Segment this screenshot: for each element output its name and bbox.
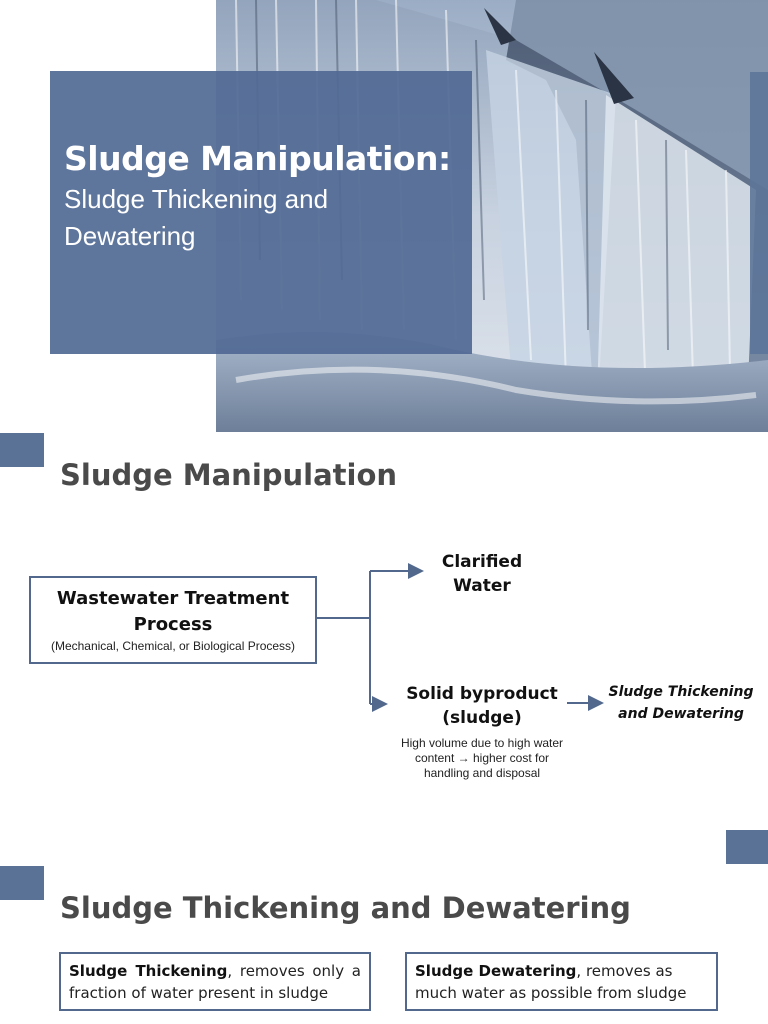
accent-bar <box>0 433 44 467</box>
dewatering-term: Sludge Dewatering <box>415 962 577 980</box>
section-heading: Sludge Thickening and Dewatering <box>60 891 631 925</box>
thickening-definition: Sludge Thickening, removes only a fracti… <box>59 952 371 1011</box>
dewatering-definition: Sludge Dewatering, removes as much water… <box>405 952 718 1011</box>
accent-bar <box>0 866 44 900</box>
slide-subtitle: Sludge Thickening and Dewatering <box>64 184 329 251</box>
solid-byproduct-note: High volume due to high water content → … <box>400 736 564 780</box>
process-subtitle: (Mechanical, Chemical, or Biological Pro… <box>50 639 296 653</box>
process-slide: Sludge Manipulation Wastewater Treatment… <box>0 432 768 865</box>
thickening-term: Sludge Thickening <box>69 962 228 980</box>
title-slide: Sludge Manipulation: Sludge Thickening a… <box>0 0 768 432</box>
next-step-label: Sludge Thickening and Dewatering <box>608 684 754 722</box>
flow-connectors <box>317 563 604 712</box>
dewatering-description: , removes as much water as possible from… <box>415 962 687 1002</box>
accent-bar <box>726 830 768 864</box>
clarified-water-label: Clarified Water <box>441 552 523 596</box>
process-title: Wastewater Treatment Process <box>56 588 290 635</box>
right-edge-strip <box>750 72 768 354</box>
solid-byproduct-label: Solid byproduct (sludge) <box>406 684 558 728</box>
process-box: Wastewater Treatment Process (Mechanical… <box>29 576 317 664</box>
thickening-description: , removes only a fraction of water prese… <box>69 962 361 1002</box>
slide-title: Sludge Manipulation: <box>64 139 451 178</box>
title-box: Sludge Manipulation: Sludge Thickening a… <box>50 71 472 354</box>
section-heading: Sludge Manipulation <box>60 458 398 492</box>
definitions-slide: Sludge Thickening and Dewatering Sludge … <box>0 865 768 1024</box>
